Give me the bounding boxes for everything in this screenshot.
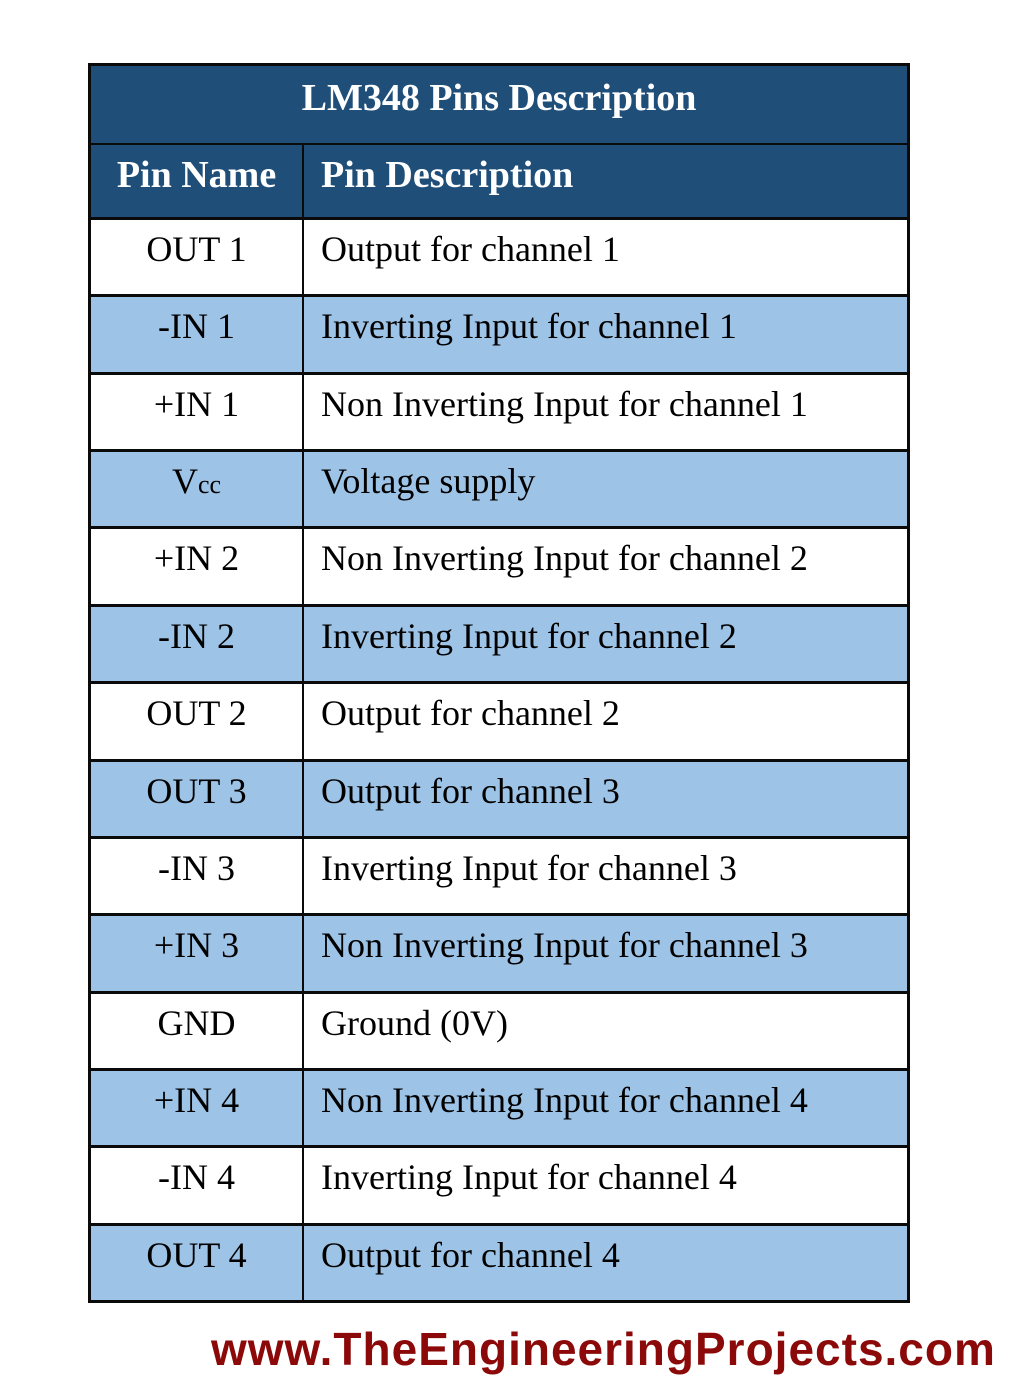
table-title: LM348 Pins Description bbox=[91, 66, 907, 145]
column-header-pin-description: Pin Description bbox=[321, 154, 574, 196]
pin-name-cell: +IN 1 bbox=[91, 374, 304, 450]
website-url: www.TheEngineeringProjects.com bbox=[211, 1323, 996, 1375]
table-row: OUT 4 Output for channel 4 bbox=[91, 1225, 907, 1301]
pin-name-cell: OUT 2 bbox=[91, 684, 304, 759]
pin-name-cell: GND bbox=[91, 993, 304, 1068]
table-row: GND Ground (0V) bbox=[91, 993, 907, 1071]
table-header-row: Pin Name Pin Description bbox=[91, 145, 907, 220]
pin-name-cell: +IN 3 bbox=[91, 916, 304, 991]
table-row: Vcc Voltage supply bbox=[91, 452, 907, 530]
pin-description-cell: Voltage supply bbox=[321, 461, 536, 502]
pin-description-cell: Inverting Input for channel 3 bbox=[321, 847, 737, 888]
pin-description-cell: Non Inverting Input for channel 3 bbox=[321, 925, 808, 966]
table-row: -IN 3 Inverting Input for channel 3 bbox=[91, 838, 907, 917]
pin-description-cell: Output for channel 2 bbox=[321, 693, 620, 734]
pin-description-cell: Inverting Input for channel 4 bbox=[321, 1157, 737, 1198]
pin-description-cell: Non Inverting Input for channel 2 bbox=[321, 538, 808, 579]
pin-name-cell: OUT 4 bbox=[91, 1225, 304, 1301]
table-body: OUT 1 Output for channel 1 -IN 1 Inverting … bbox=[91, 220, 907, 1301]
pin-name-cell: Vcc bbox=[91, 452, 304, 527]
column-header-pin-name: Pin Name bbox=[91, 145, 304, 217]
table-row: -IN 4 Inverting Input for channel 4 bbox=[91, 1148, 907, 1226]
pin-name-cell: OUT 3 bbox=[91, 761, 304, 836]
pin-name-cell: -IN 3 bbox=[91, 838, 304, 914]
table-row: OUT 1 Output for channel 1 bbox=[91, 220, 907, 298]
table-row: OUT 3 Output for channel 3 bbox=[91, 761, 907, 839]
pin-name-cell: -IN 1 bbox=[91, 297, 304, 372]
pin-description-cell: Output for channel 3 bbox=[321, 770, 620, 811]
pin-name-cell: +IN 4 bbox=[91, 1070, 304, 1146]
pin-description-cell: Inverting Input for channel 1 bbox=[321, 306, 737, 347]
table-row: +IN 3 Non Inverting Input for channel 3 bbox=[91, 916, 907, 994]
pin-name-cell: OUT 1 bbox=[91, 220, 304, 295]
pin-description-cell: Non Inverting Input for channel 1 bbox=[321, 383, 808, 424]
pin-name-cell: -IN 4 bbox=[91, 1148, 304, 1223]
pin-description-cell: Inverting Input for channel 2 bbox=[321, 615, 737, 656]
lm348-pins-table: LM348 Pins Description Pin Name Pin Desc… bbox=[88, 63, 910, 1303]
table-row: +IN 1 Non Inverting Input for channel 1 bbox=[91, 374, 907, 453]
table-row: -IN 1 Inverting Input for channel 1 bbox=[91, 297, 907, 375]
pin-description-cell: Output for channel 4 bbox=[321, 1234, 620, 1275]
table-row: OUT 2 Output for channel 2 bbox=[91, 684, 907, 762]
table-row: +IN 4 Non Inverting Input for channel 4 bbox=[91, 1070, 907, 1149]
pin-name-cell: -IN 2 bbox=[91, 606, 304, 682]
pin-description-cell: Ground (0V) bbox=[321, 1002, 508, 1043]
table-row: +IN 2 Non Inverting Input for channel 2 bbox=[91, 529, 907, 607]
pin-name-subscript: cc bbox=[198, 470, 221, 500]
pin-description-cell: Non Inverting Input for channel 4 bbox=[321, 1079, 808, 1120]
pin-description-cell: Output for channel 1 bbox=[321, 229, 620, 269]
table-row: -IN 2 Inverting Input for channel 2 bbox=[91, 606, 907, 685]
pin-name-cell: +IN 2 bbox=[91, 529, 304, 604]
